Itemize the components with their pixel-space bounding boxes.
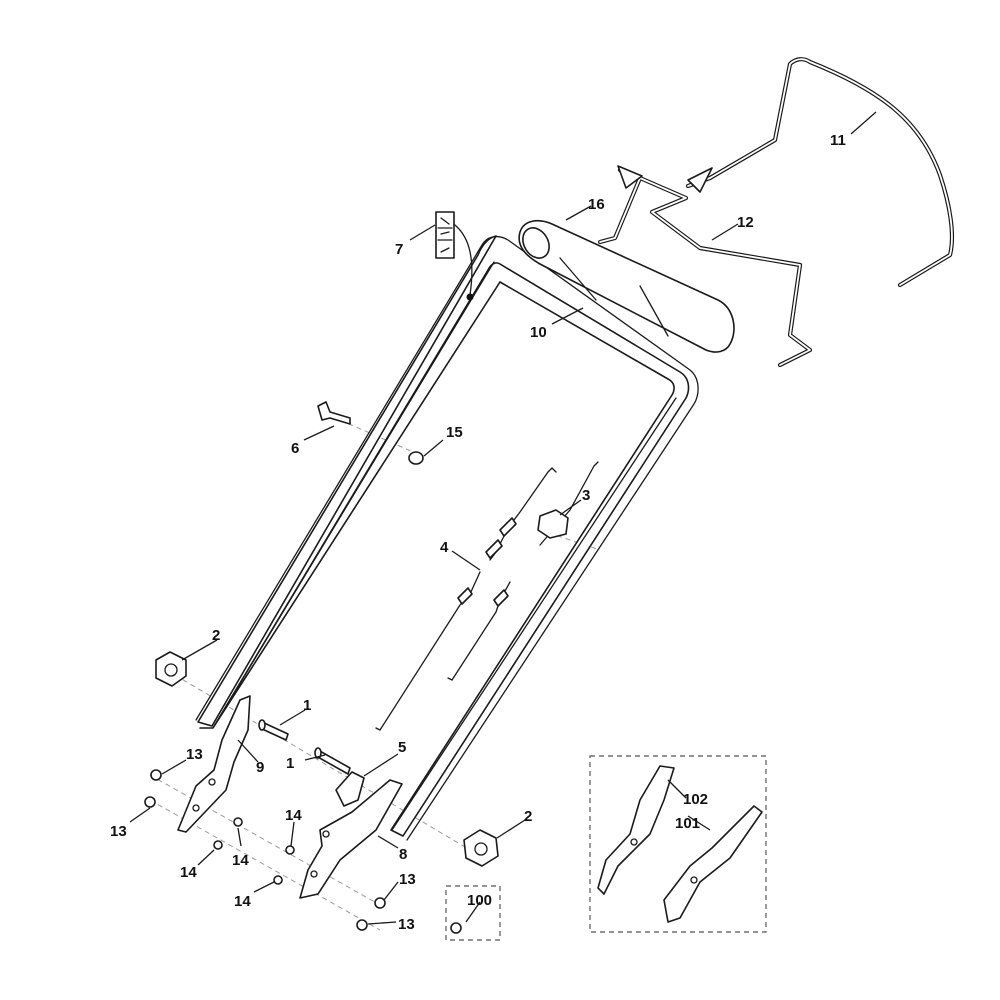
- callout-14: 14: [232, 852, 249, 869]
- bracket-right: [299, 779, 403, 899]
- handle-grip: [518, 219, 735, 353]
- callout-1: 1: [303, 697, 311, 714]
- decal: [435, 211, 474, 301]
- callout-15: 15: [446, 424, 463, 441]
- knob-right: [463, 829, 499, 867]
- callout-100: 100: [467, 892, 492, 909]
- callout-13: 13: [398, 916, 415, 933]
- callout-8: 8: [399, 846, 407, 863]
- callout-101: 101: [675, 815, 700, 832]
- callout-14: 14: [180, 864, 197, 881]
- callout-4: 4: [440, 539, 449, 556]
- callout-5: 5: [398, 739, 406, 756]
- callout-6: 6: [291, 440, 299, 457]
- callout-14: 14: [234, 893, 251, 910]
- bracket-left: [177, 695, 251, 833]
- bolts: [258, 719, 351, 775]
- bail-link-wire: [597, 165, 813, 368]
- handle-frame: [195, 235, 699, 841]
- callout-7: 7: [395, 241, 403, 258]
- bail-bar: [685, 57, 955, 288]
- callout-10: 10: [530, 324, 547, 341]
- callout-12: 12: [737, 214, 754, 231]
- callout-labels: 1 1 2 2 3 4 5 6 7 8 9 10 11 12 13 13 13 …: [110, 132, 846, 933]
- spacer: [335, 771, 365, 807]
- cable-clip: [537, 509, 569, 539]
- end-cap: [408, 451, 424, 465]
- kit-box-101-102: [589, 755, 767, 933]
- callout-11: 11: [830, 132, 846, 149]
- callout-16: 16: [588, 196, 605, 213]
- callout-1: 1: [286, 755, 294, 772]
- callout-9: 9: [256, 759, 264, 776]
- callout-13: 13: [186, 746, 203, 763]
- callout-102: 102: [683, 791, 708, 808]
- kit-box-100: [445, 885, 501, 941]
- callout-2: 2: [212, 627, 220, 644]
- leader-lines: [129, 111, 877, 925]
- clevis-pin: [317, 401, 351, 425]
- callout-13: 13: [399, 871, 416, 888]
- callout-2: 2: [524, 808, 532, 825]
- alignment-lines: [149, 419, 601, 931]
- callout-3: 3: [582, 487, 590, 504]
- callout-14: 14: [285, 807, 302, 824]
- control-cables: [375, 461, 599, 731]
- screws: [144, 769, 462, 934]
- washers: [213, 817, 295, 885]
- callout-13: 13: [110, 823, 127, 840]
- knob-left: [155, 651, 187, 687]
